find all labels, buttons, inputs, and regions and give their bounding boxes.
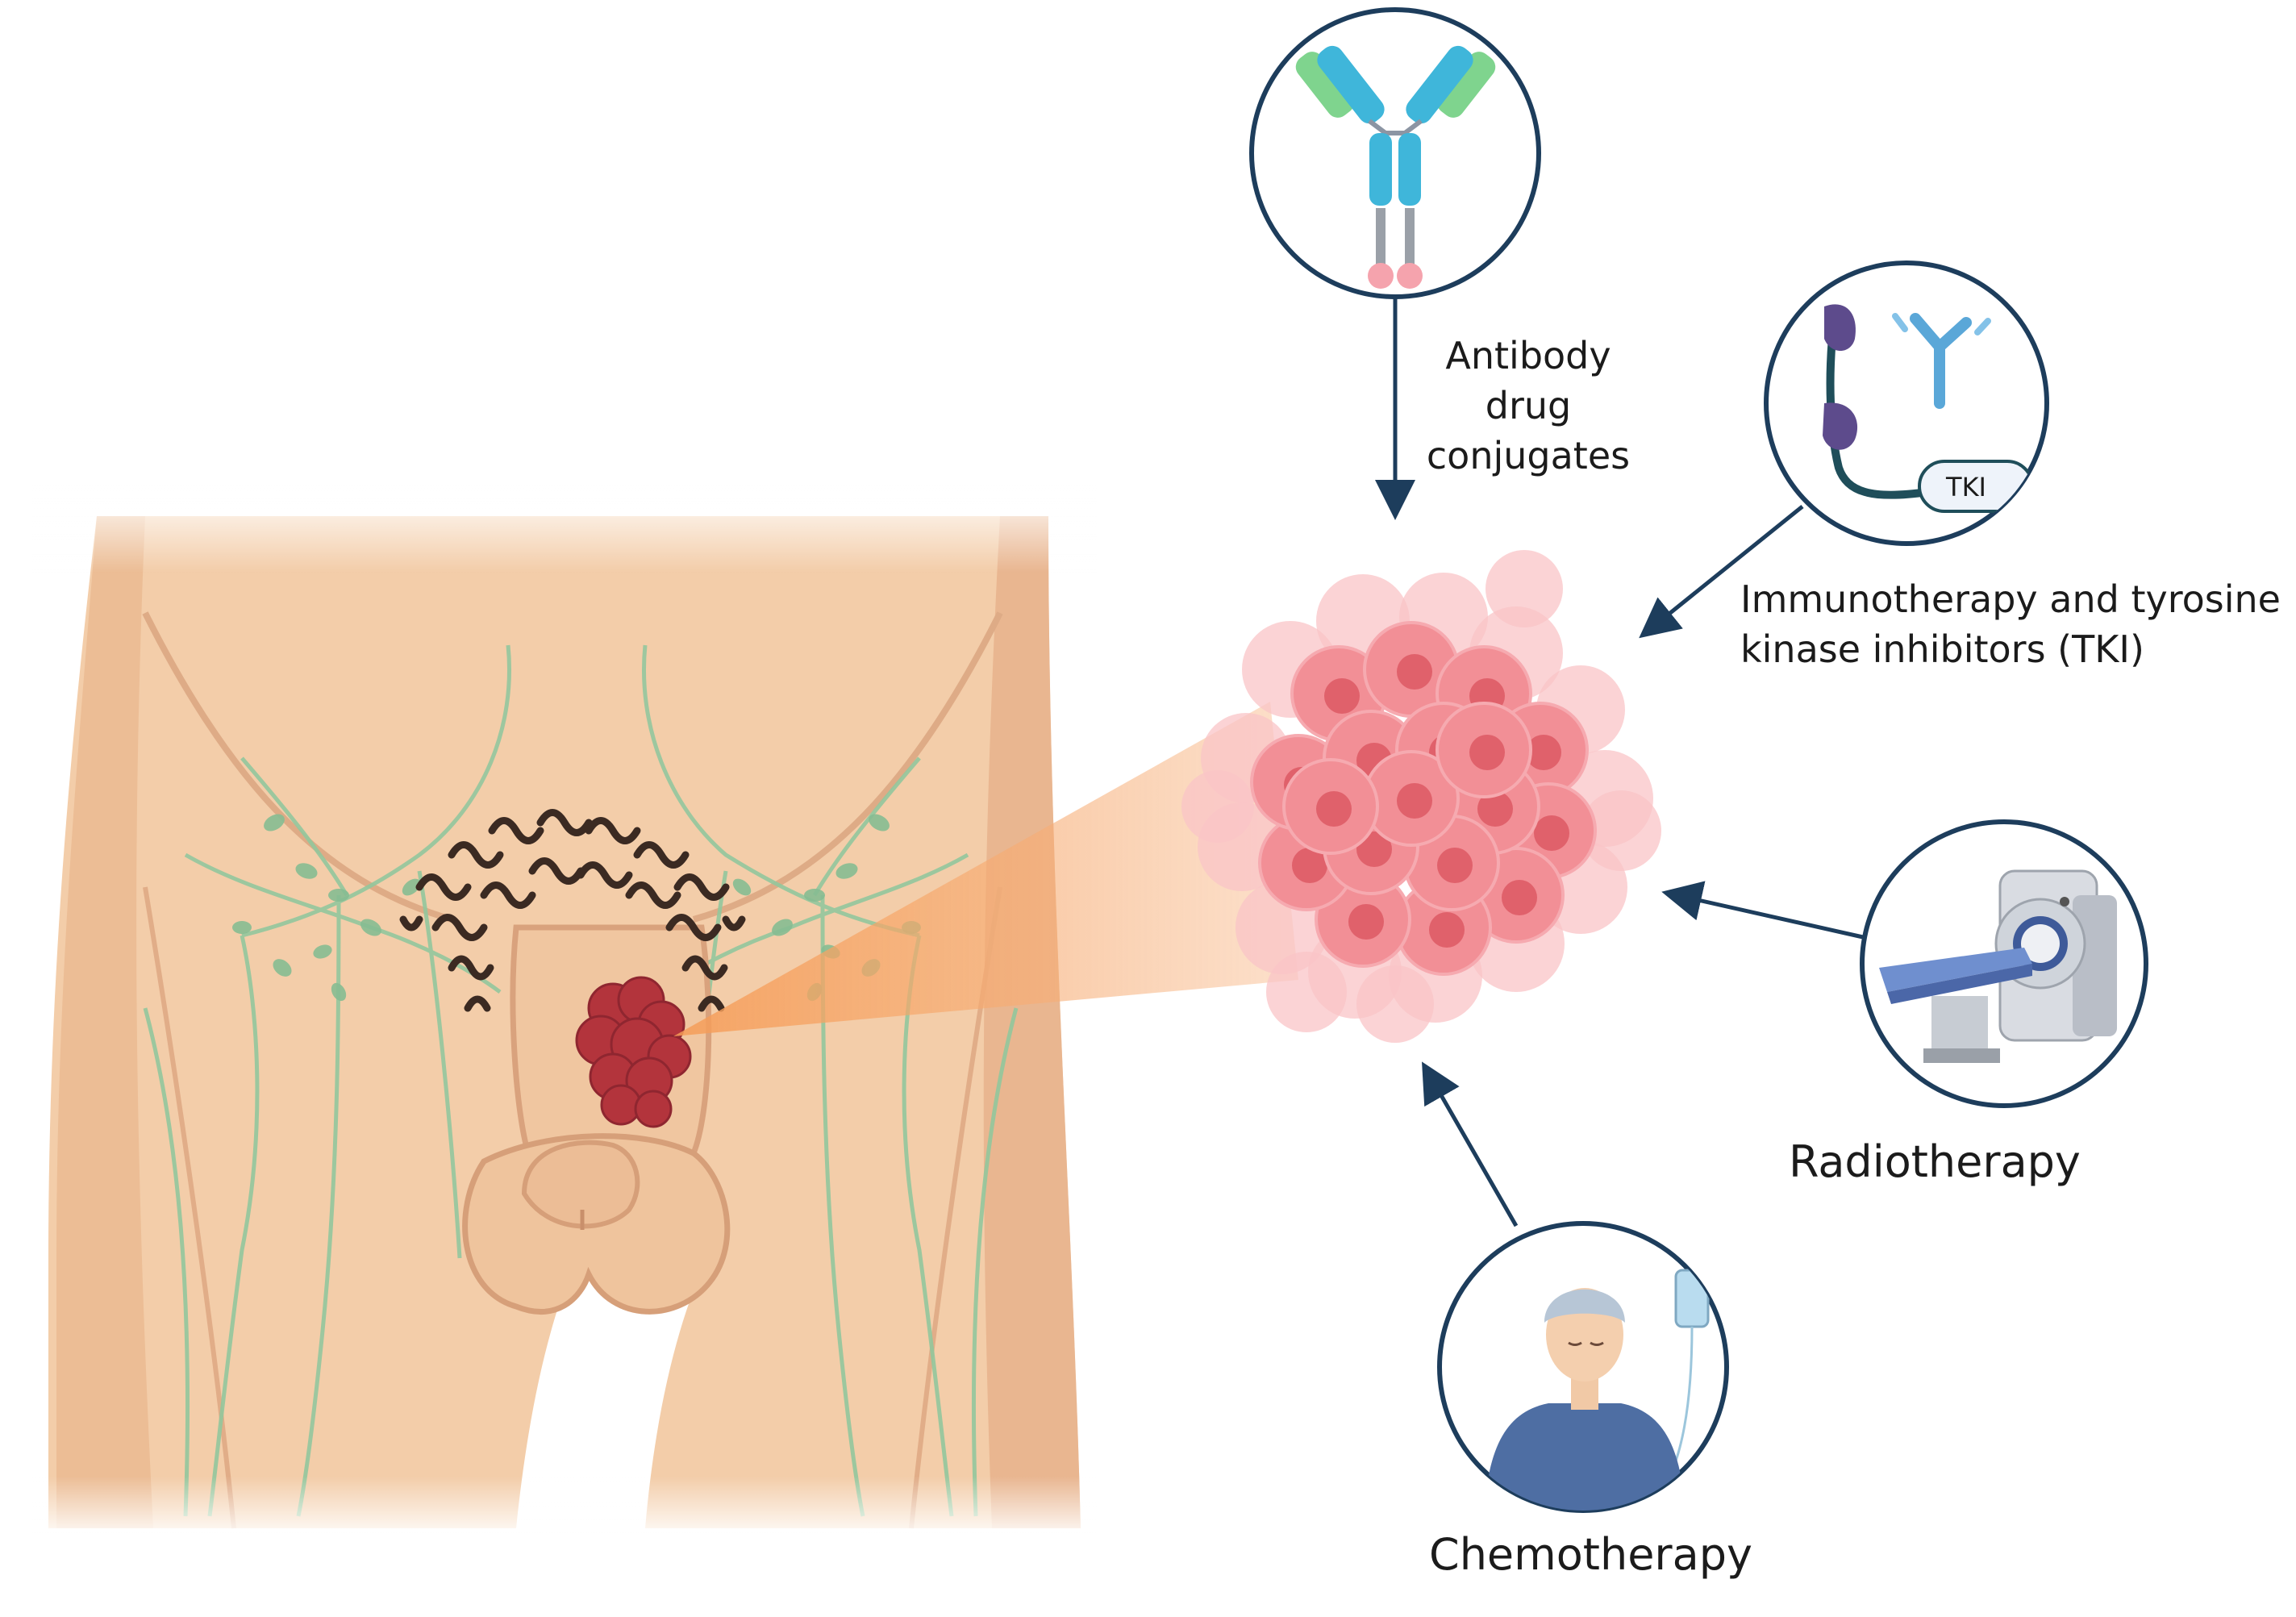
patient-iv-icon <box>1437 1221 1729 1513</box>
zoom-wedge <box>673 702 1298 1036</box>
arrow-radiotherapy <box>1661 881 1864 940</box>
arrows <box>1375 298 1864 1227</box>
label-radiotherapy: Radiotherapy <box>1789 1136 2081 1187</box>
tumor-cell-nucleus <box>1534 815 1569 851</box>
tumor-cell-nucleus <box>1437 848 1473 883</box>
label-adc-line-3: conjugates <box>1426 434 1631 477</box>
tumor-cell-nucleus <box>1502 880 1537 915</box>
tumor-cell-nucleus <box>1397 783 1432 819</box>
tumor-cell-outer <box>1356 965 1434 1043</box>
tumor-cell-outer <box>1486 550 1563 627</box>
tumor-cell-outer <box>1581 790 1661 871</box>
tumor-cell-outer <box>1181 770 1254 843</box>
tumor-cell-nucleus <box>1324 678 1360 714</box>
tumor-cell-nucleus <box>1356 831 1392 867</box>
label-immuno-line-2: kinase inhibitors (TKI) <box>1740 627 2144 671</box>
antibody-icon <box>1249 7 1541 299</box>
pelvis-illustration <box>32 484 1097 1540</box>
tumor-cell-nucleus <box>1348 904 1384 940</box>
mri-scanner-icon <box>1860 819 2148 1108</box>
tumor-cell-nucleus <box>1429 912 1465 948</box>
label-immunotherapy-tki: Immunotherapy and tyrosine kinase inhibi… <box>1740 574 2289 674</box>
label-antibody-drug-conjugates: Antibody drug conjugates <box>1399 331 1657 481</box>
label-adc-line-2: drug <box>1485 384 1572 427</box>
tki-tag-label: TKI <box>1945 472 1986 502</box>
tumor-cell-nucleus <box>1477 791 1513 827</box>
label-adc-line-1: Antibody <box>1445 334 1611 377</box>
label-chemotherapy: Chemotherapy <box>1429 1529 1752 1580</box>
tumor-cell-outer <box>1266 952 1347 1032</box>
tumor-cell-nucleus <box>1397 654 1432 690</box>
pubic-hair <box>399 809 746 1012</box>
tumor-cell-nucleus <box>1469 735 1505 770</box>
label-immuno-line-1: Immunotherapy and tyrosine <box>1740 577 2281 621</box>
arrow-chemotherapy <box>1422 1061 1519 1227</box>
tumor-cell-nucleus <box>1292 848 1327 883</box>
arrow-immunotherapy <box>1639 505 1804 639</box>
receptor-tki-icon: TKI <box>1764 260 2049 546</box>
tumor-cell-nucleus <box>1526 735 1561 770</box>
penile-tumor <box>575 976 692 1128</box>
tumor-cell-cluster <box>1181 550 1661 1043</box>
tumor-cell-nucleus <box>1316 791 1352 827</box>
